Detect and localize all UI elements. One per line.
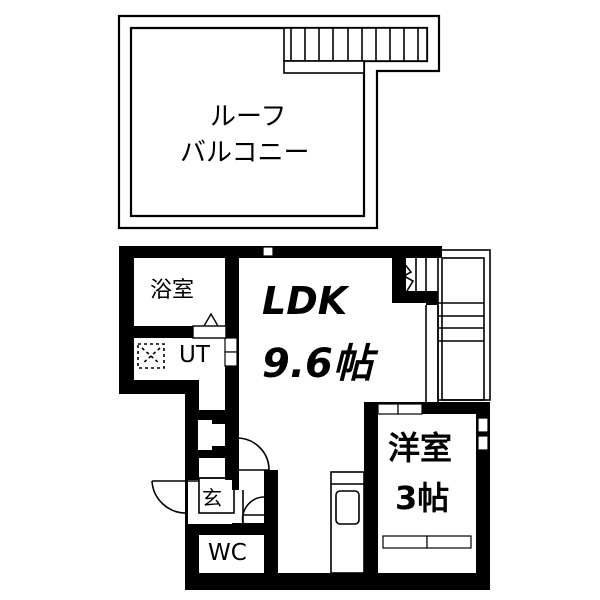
wc-room: [199, 535, 264, 573]
kitchen-counter: [330, 471, 365, 574]
windows: [198, 246, 489, 549]
ldk-size: 9.6帖: [262, 341, 373, 387]
western-room-label: 洋室: [388, 429, 453, 467]
washing-machine-space: [137, 343, 165, 369]
interior-stairs: [402, 249, 491, 402]
roof-stairs: [283, 27, 428, 74]
bathroom-label: 浴室: [150, 278, 195, 303]
ldk-label: LDK: [262, 279, 348, 323]
toilet-label: WC: [208, 540, 247, 566]
door-swings: [151, 437, 270, 524]
roof-balcony-label-line2: バルコニー: [180, 138, 310, 168]
entrance-label: 玄: [202, 486, 222, 510]
bath-door-step: [192, 312, 227, 339]
western-room-size: 3帖: [395, 479, 450, 517]
utility-label: UT: [179, 342, 210, 368]
roof-balcony-label-line1: ルーフ: [210, 102, 287, 132]
